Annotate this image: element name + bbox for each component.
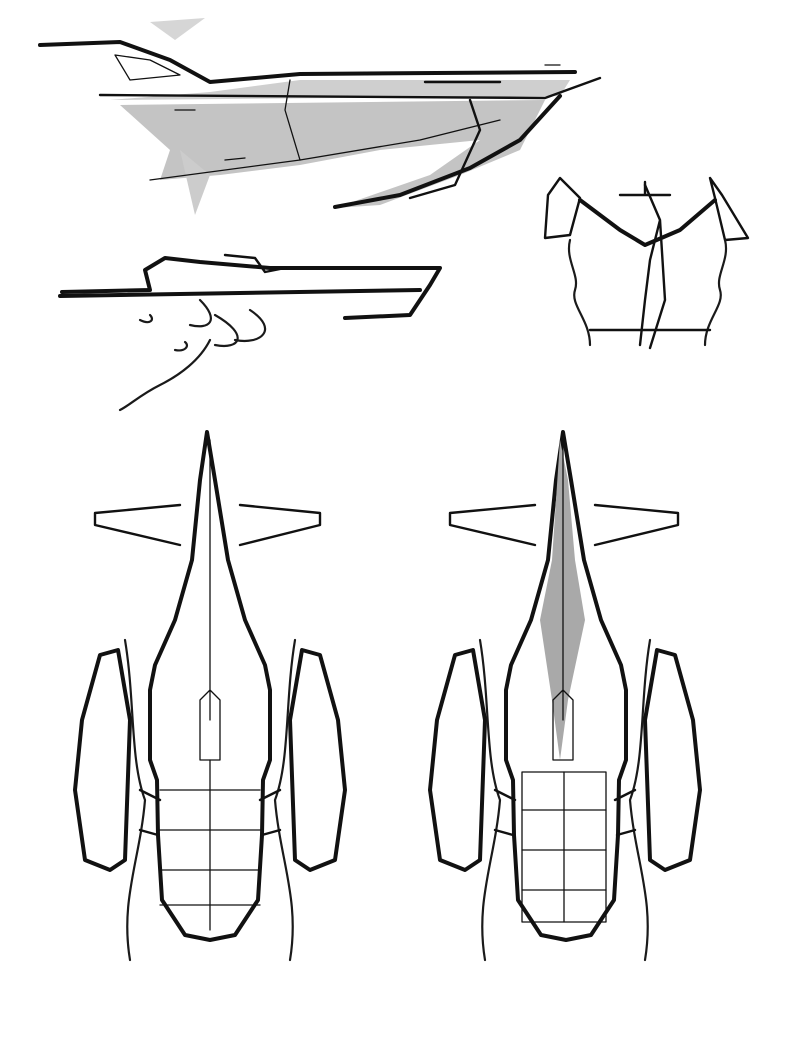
- side-view-large: [38, 18, 602, 215]
- top-view-lineart-struts: [138, 788, 282, 837]
- top-view-lineart-panels: [159, 759, 261, 931]
- side-view-large-shade-fin: [150, 18, 205, 40]
- top-view-shaded-spine: [552, 439, 574, 761]
- side-view-large-nose-curve: [333, 94, 562, 209]
- front-view: [543, 176, 750, 350]
- front-view-right-pod: [708, 176, 750, 242]
- top-view-shaded-left-pod: [428, 648, 487, 872]
- top-view-lineart: [73, 430, 347, 962]
- front-view-wing-span: [578, 198, 717, 247]
- front-view-antenna: [618, 180, 672, 197]
- top-view-shaded: [428, 430, 702, 962]
- top-view-lineart-right-pod: [288, 648, 347, 872]
- side-view-large-details: [174, 109, 246, 161]
- top-view-shaded-struts: [493, 788, 637, 837]
- top-view-lineart-hull: [148, 430, 272, 942]
- top-view-lineart-tailplanes: [93, 503, 322, 547]
- side-view-small-cockpit: [223, 253, 287, 274]
- front-view-left-pod: [543, 176, 582, 240]
- top-view-shaded-legs: [478, 638, 652, 962]
- top-view-lineart-legs: [123, 638, 297, 962]
- front-view-hull: [638, 183, 667, 350]
- front-view-legs: [567, 238, 728, 347]
- side-view-large-top-line: [38, 40, 577, 84]
- side-view-large-mid-line: [98, 76, 602, 100]
- side-view-small-keel: [58, 288, 422, 298]
- side-view-large-nose-details: [544, 64, 561, 73]
- top-view-shaded-hull: [504, 430, 628, 942]
- side-view-large-fin-cutout: [114, 54, 181, 81]
- side-view-large-panel-line: [284, 79, 301, 161]
- side-view-small-marks: [138, 313, 189, 352]
- side-view-large-shade-strut: [180, 150, 210, 215]
- top-view-shaded-right-pod: [643, 648, 702, 872]
- top-view-lineart-spine: [199, 439, 221, 761]
- side-view-small: [58, 253, 442, 412]
- side-view-large-lower-line: [149, 119, 501, 181]
- top-view-lineart-left-pod: [73, 648, 132, 872]
- side-view-small-outline: [60, 256, 442, 320]
- top-view-shaded-panels: [521, 771, 607, 923]
- side-view-small-legs: [188, 298, 266, 348]
- side-view-small-trailing-leg: [118, 338, 212, 412]
- side-view-large-wing-edge: [408, 98, 482, 200]
- top-view-shaded-tailplanes: [448, 503, 680, 547]
